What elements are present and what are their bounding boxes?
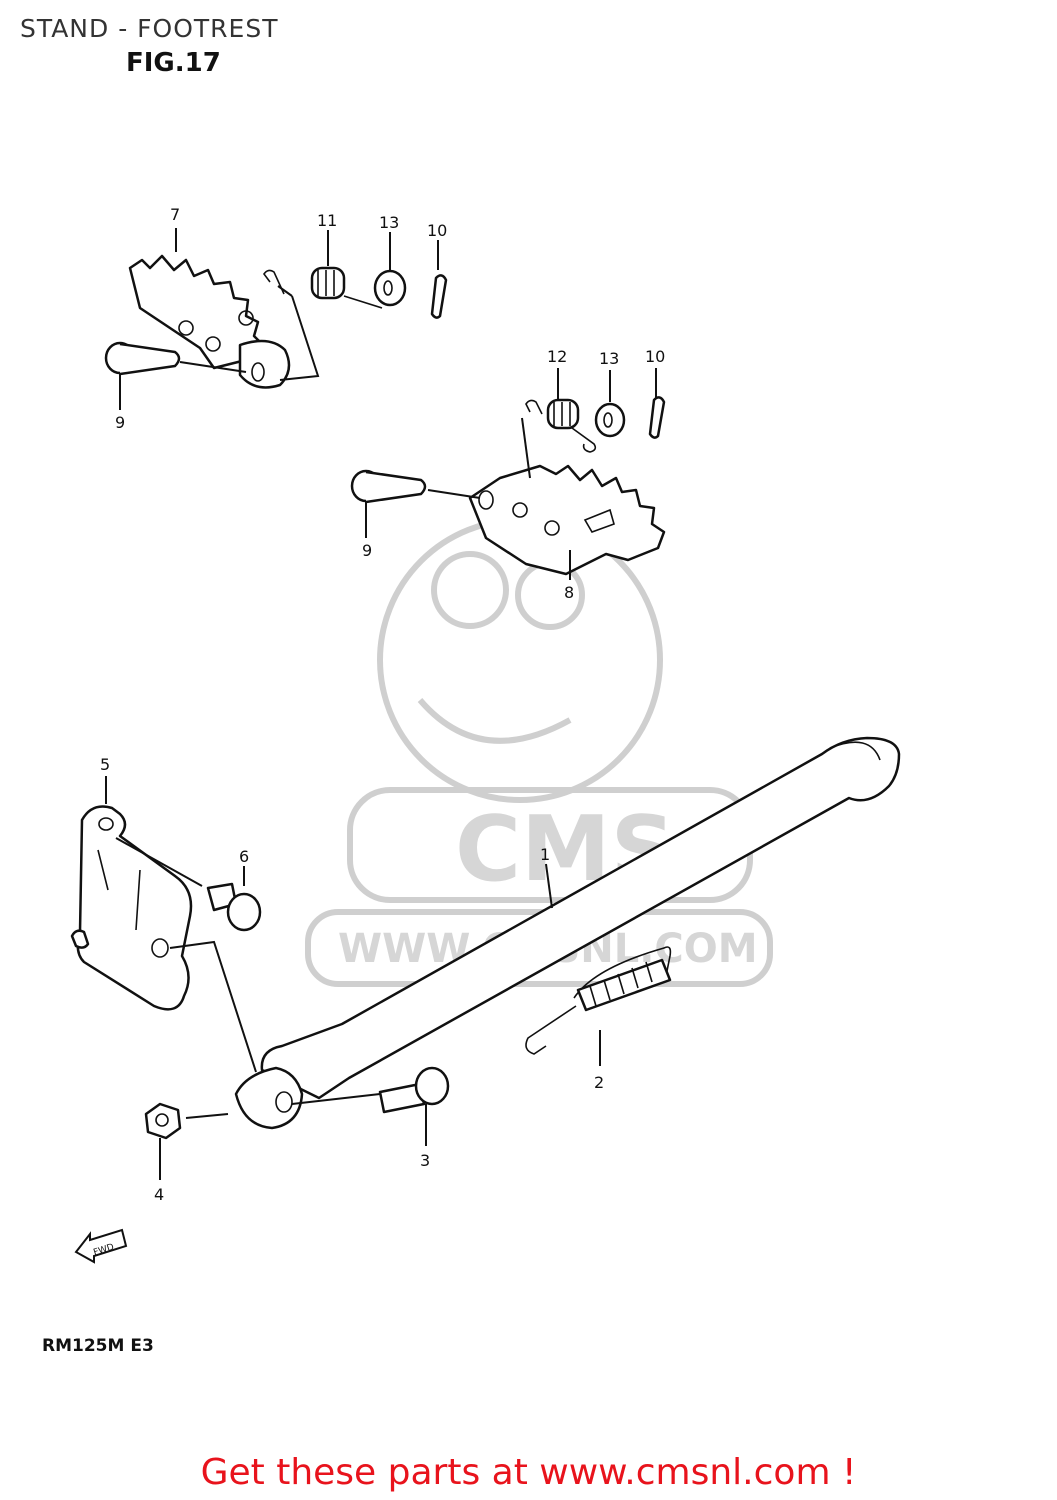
label-part-13-right: 13 [599,349,619,368]
label-part-11: 11 [317,211,337,230]
model-code: RM125M E3 [42,1336,154,1356]
label-part-9-left: 9 [115,413,125,432]
label-part-12: 12 [547,347,567,366]
bolt-bracket [206,882,262,932]
label-part-1: 1 [540,845,550,864]
page-title: STAND - FOOTREST [20,14,279,43]
nut-stand [144,1102,182,1140]
cotter-pin-left [430,274,448,319]
label-part-13-left: 13 [379,213,399,232]
label-part-8: 8 [564,583,574,602]
washer-left [373,269,407,307]
label-part-3: 3 [420,1151,430,1170]
washer-right [594,402,626,438]
get-parts-link[interactable]: Get these parts at www.cmsnl.com ! [200,1452,857,1493]
cotter-pin-right [648,396,666,439]
side-stand [234,736,901,1130]
footrest-right [468,464,666,576]
label-part-9-right: 9 [362,541,372,560]
spring-footrest-right [525,398,597,453]
label-part-10-left: 10 [427,221,447,240]
bolt-stand [378,1066,450,1114]
label-part-10-right: 10 [645,347,665,366]
exploded-parts-diagram: CMS WWW.CMSNL.COM [70,205,901,1264]
label-part-7: 7 [170,205,180,224]
label-part-6: 6 [239,847,249,866]
stand-bracket [70,805,193,1011]
label-part-4: 4 [154,1185,164,1204]
pin-right [350,469,427,504]
footrest-left [128,254,291,389]
fwd-arrow-icon: FWD [74,1228,128,1264]
leader-lines [105,228,657,1180]
spring-footrest-left [263,266,383,309]
stand-spring [525,946,672,1055]
label-part-5: 5 [100,755,110,774]
figure-number: FIG.17 [126,48,221,78]
pin-left [104,341,181,376]
label-part-2: 2 [594,1073,604,1092]
